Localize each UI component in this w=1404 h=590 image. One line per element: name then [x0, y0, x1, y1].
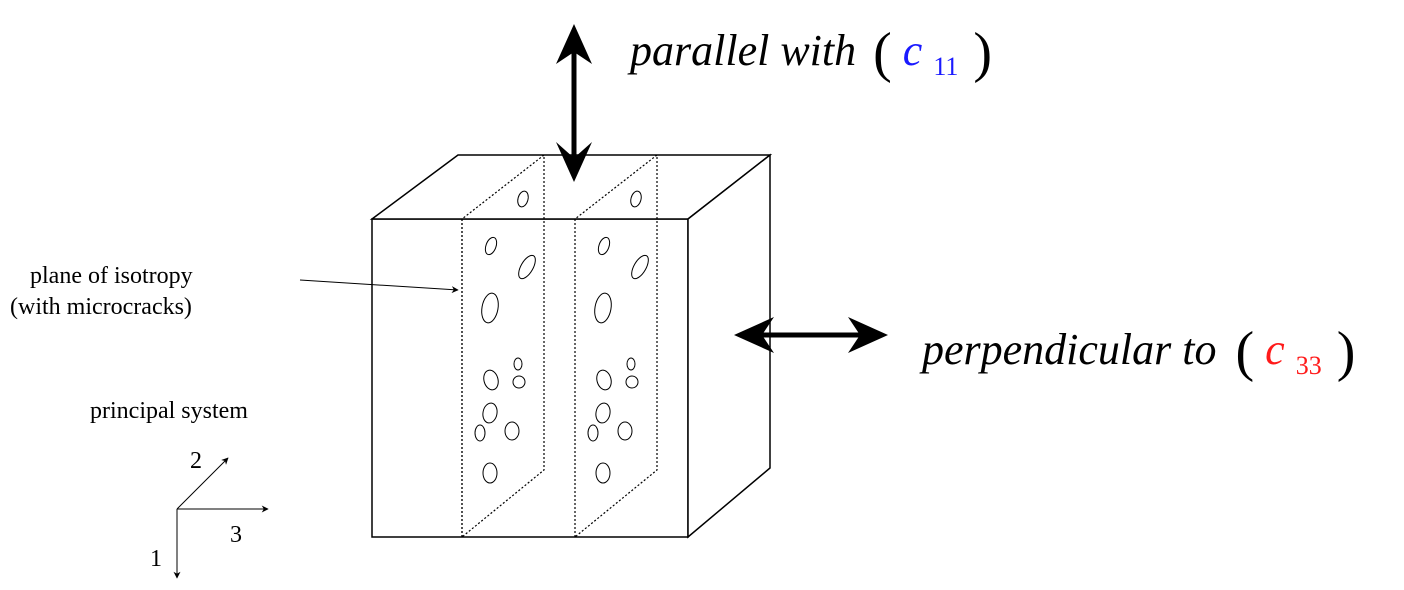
isotropy-plane-1 [461, 153, 545, 538]
arrow-left-head [734, 317, 774, 353]
isotropy-planes [461, 153, 658, 538]
arrow-down-head [556, 142, 592, 182]
microcrack [513, 357, 523, 371]
close-paren: ) [973, 22, 992, 84]
close-paren: ) [1337, 321, 1356, 383]
arrow-up-head [556, 24, 592, 64]
c33-symbol: c [1265, 325, 1285, 374]
microcrack [595, 402, 611, 424]
axis-2-label: 2 [190, 448, 202, 474]
c11-subscript: 11 [933, 52, 958, 81]
c11-symbol: c [903, 26, 923, 75]
principal-axes [173, 457, 269, 579]
perpendicular-prefix: perpendicular to [919, 325, 1217, 374]
microcrack [597, 236, 611, 256]
axis-2-line [176, 457, 229, 510]
microcrack [594, 292, 612, 324]
microcrack [483, 369, 499, 391]
rock-block [369, 153, 773, 539]
open-paren: ( [873, 22, 892, 84]
parallel-prefix: parallel with [627, 26, 856, 75]
microcrack [596, 369, 612, 391]
open-paren: ( [1236, 321, 1255, 383]
microcrack [484, 236, 498, 256]
parallel-label: parallel with ( c 11 ) [627, 22, 992, 85]
arrow-right-head [848, 317, 888, 353]
microcrack [625, 375, 639, 389]
plane-label-line1: plane of isotropy [30, 263, 193, 289]
microcracks [474, 190, 649, 484]
axis-3-label: 3 [230, 522, 242, 548]
microcrack [617, 421, 633, 441]
microcrack [626, 357, 636, 371]
principal-system-label: principal system [90, 398, 248, 424]
axis-1-label: 1 [150, 546, 162, 572]
plane-label-line2: (with microcracks) [10, 294, 192, 320]
microcrack [587, 424, 599, 442]
microcrack [482, 462, 498, 484]
microcrack [517, 190, 529, 208]
isotropy-plane-2 [574, 153, 658, 538]
microcrack [504, 421, 520, 441]
parallel-double-arrow [556, 24, 592, 182]
plane-leader-arrow [299, 279, 459, 294]
microcrack [482, 402, 498, 424]
microcrack [631, 254, 649, 280]
perpendicular-label: perpendicular to ( c 33 ) [919, 321, 1355, 384]
block-front-face [371, 218, 689, 538]
microcrack [474, 424, 486, 442]
microcrack [595, 462, 611, 484]
microcrack [512, 375, 526, 389]
c33-subscript: 33 [1296, 351, 1322, 380]
microcrack [518, 254, 536, 280]
block-right-face [687, 153, 771, 539]
microcrack [481, 292, 499, 324]
perpendicular-double-arrow [734, 317, 888, 353]
microcrack [630, 190, 642, 208]
